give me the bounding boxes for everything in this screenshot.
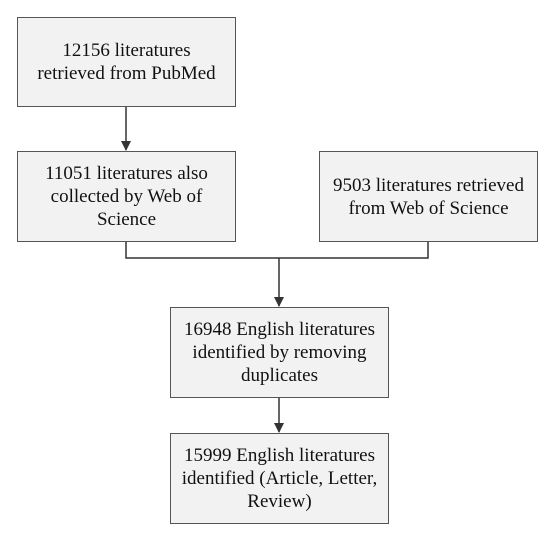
node-wos-retrieved: 9503 literatures retrieved from Web of S… — [319, 151, 538, 242]
node-wos-also-collected: 11051 literatures also collected by Web … — [17, 151, 236, 242]
node-deduplicated: 16948 English literatures identified by … — [170, 307, 389, 398]
node-final-identified: 15999 English literatures identified (Ar… — [170, 433, 389, 524]
node-dedup-text: 16948 English literatures identified by … — [183, 319, 376, 386]
node-pubmed-text: 12156 literatures retrieved from PubMed — [37, 40, 216, 84]
node-pubmed-retrieved: 12156 literatures retrieved from PubMed — [17, 17, 236, 107]
merge-connector — [125, 242, 429, 259]
node-wos-also-text: 11051 literatures also collected by Web … — [45, 163, 208, 230]
node-final-text: 15999 English literatures identified (Ar… — [181, 445, 378, 512]
node-wos-text: 9503 literatures retrieved from Web of S… — [333, 174, 524, 219]
